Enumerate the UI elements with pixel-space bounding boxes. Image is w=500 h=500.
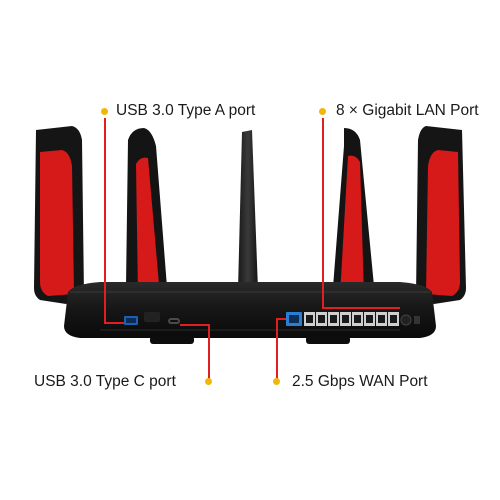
usb-a-leader-horizontal (104, 322, 124, 324)
usb-a-callout-dot (101, 108, 108, 115)
usb-c-leader-vertical (208, 324, 210, 380)
lan-port-socket (354, 315, 361, 323)
usb-a-port (124, 316, 138, 325)
usb-c-callout-label: USB 3.0 Type C port (34, 373, 176, 390)
wan-leader-horizontal (276, 318, 286, 320)
power-port (400, 314, 412, 326)
lan-leader-vertical (322, 118, 324, 308)
lan-port-socket (330, 315, 337, 323)
antenna-inner-right (332, 128, 374, 308)
antenna-far-left (34, 126, 84, 304)
antenna-far-right (416, 126, 466, 304)
wan-callout-label: 2.5 Gbps WAN Port (292, 373, 428, 390)
usb-c-callout-dot (205, 378, 212, 385)
lan-port-socket (378, 315, 385, 323)
usb-c-port (168, 318, 180, 324)
usb-a-leader-vertical (104, 118, 106, 323)
usb-c-leader-horizontal (180, 324, 210, 326)
antenna-center (238, 130, 258, 290)
lan-port-socket (390, 315, 397, 323)
lan-callout-label: 8 × Gigabit LAN Port (336, 102, 479, 119)
lan-port-socket (318, 315, 325, 323)
wan-leader-vertical (276, 318, 278, 380)
lan-port-socket (306, 315, 313, 323)
antenna-inner-left (126, 128, 168, 308)
wan-port (286, 312, 302, 326)
lan-callout-dot (319, 108, 326, 115)
wan-callout-dot (273, 378, 280, 385)
lan-port-socket (342, 315, 349, 323)
lan-leader-horizontal (322, 307, 400, 309)
usb-a-callout-label: USB 3.0 Type A port (116, 102, 256, 119)
lan-port-socket (366, 315, 373, 323)
side-button (144, 312, 160, 322)
lan-port-group (304, 312, 399, 326)
power-switch (414, 316, 420, 324)
